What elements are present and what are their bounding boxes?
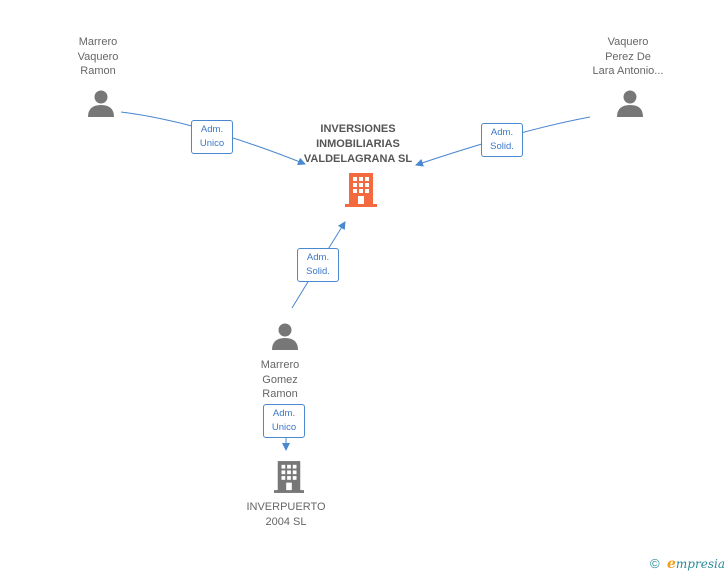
edge-label-adm-solid[interactable]: Adm. Solid. [481, 123, 523, 157]
building-icon[interactable] [274, 460, 304, 494]
person-label-vaquero-perez: Vaquero Perez De Lara Antonio... [592, 36, 664, 77]
edge-label-adm-solid[interactable]: Adm. Solid. [297, 248, 339, 282]
building-icon-main[interactable] [345, 172, 377, 208]
company-label-inversiones: INVERSIONES INMOBILIARIAS VALDELAGRANA S… [303, 123, 413, 165]
company-label-inverpuerto: INVERPUERTO 2004 SL [246, 501, 326, 528]
edge-label-adm-unico[interactable]: Adm. Unico [191, 120, 233, 154]
person-label-marrero-vaquero: Marrero Vaquero Ramon [77, 36, 119, 77]
person-label-marrero-gomez: Marrero Gomez Ramon [260, 359, 300, 400]
empresia-logo: empresia [667, 556, 725, 572]
person-icon[interactable] [86, 89, 116, 119]
copyright-symbol: © [650, 556, 660, 571]
edge-label-adm-unico[interactable]: Adm. Unico [263, 404, 305, 438]
person-icon[interactable] [270, 322, 300, 352]
person-icon[interactable] [615, 89, 645, 119]
